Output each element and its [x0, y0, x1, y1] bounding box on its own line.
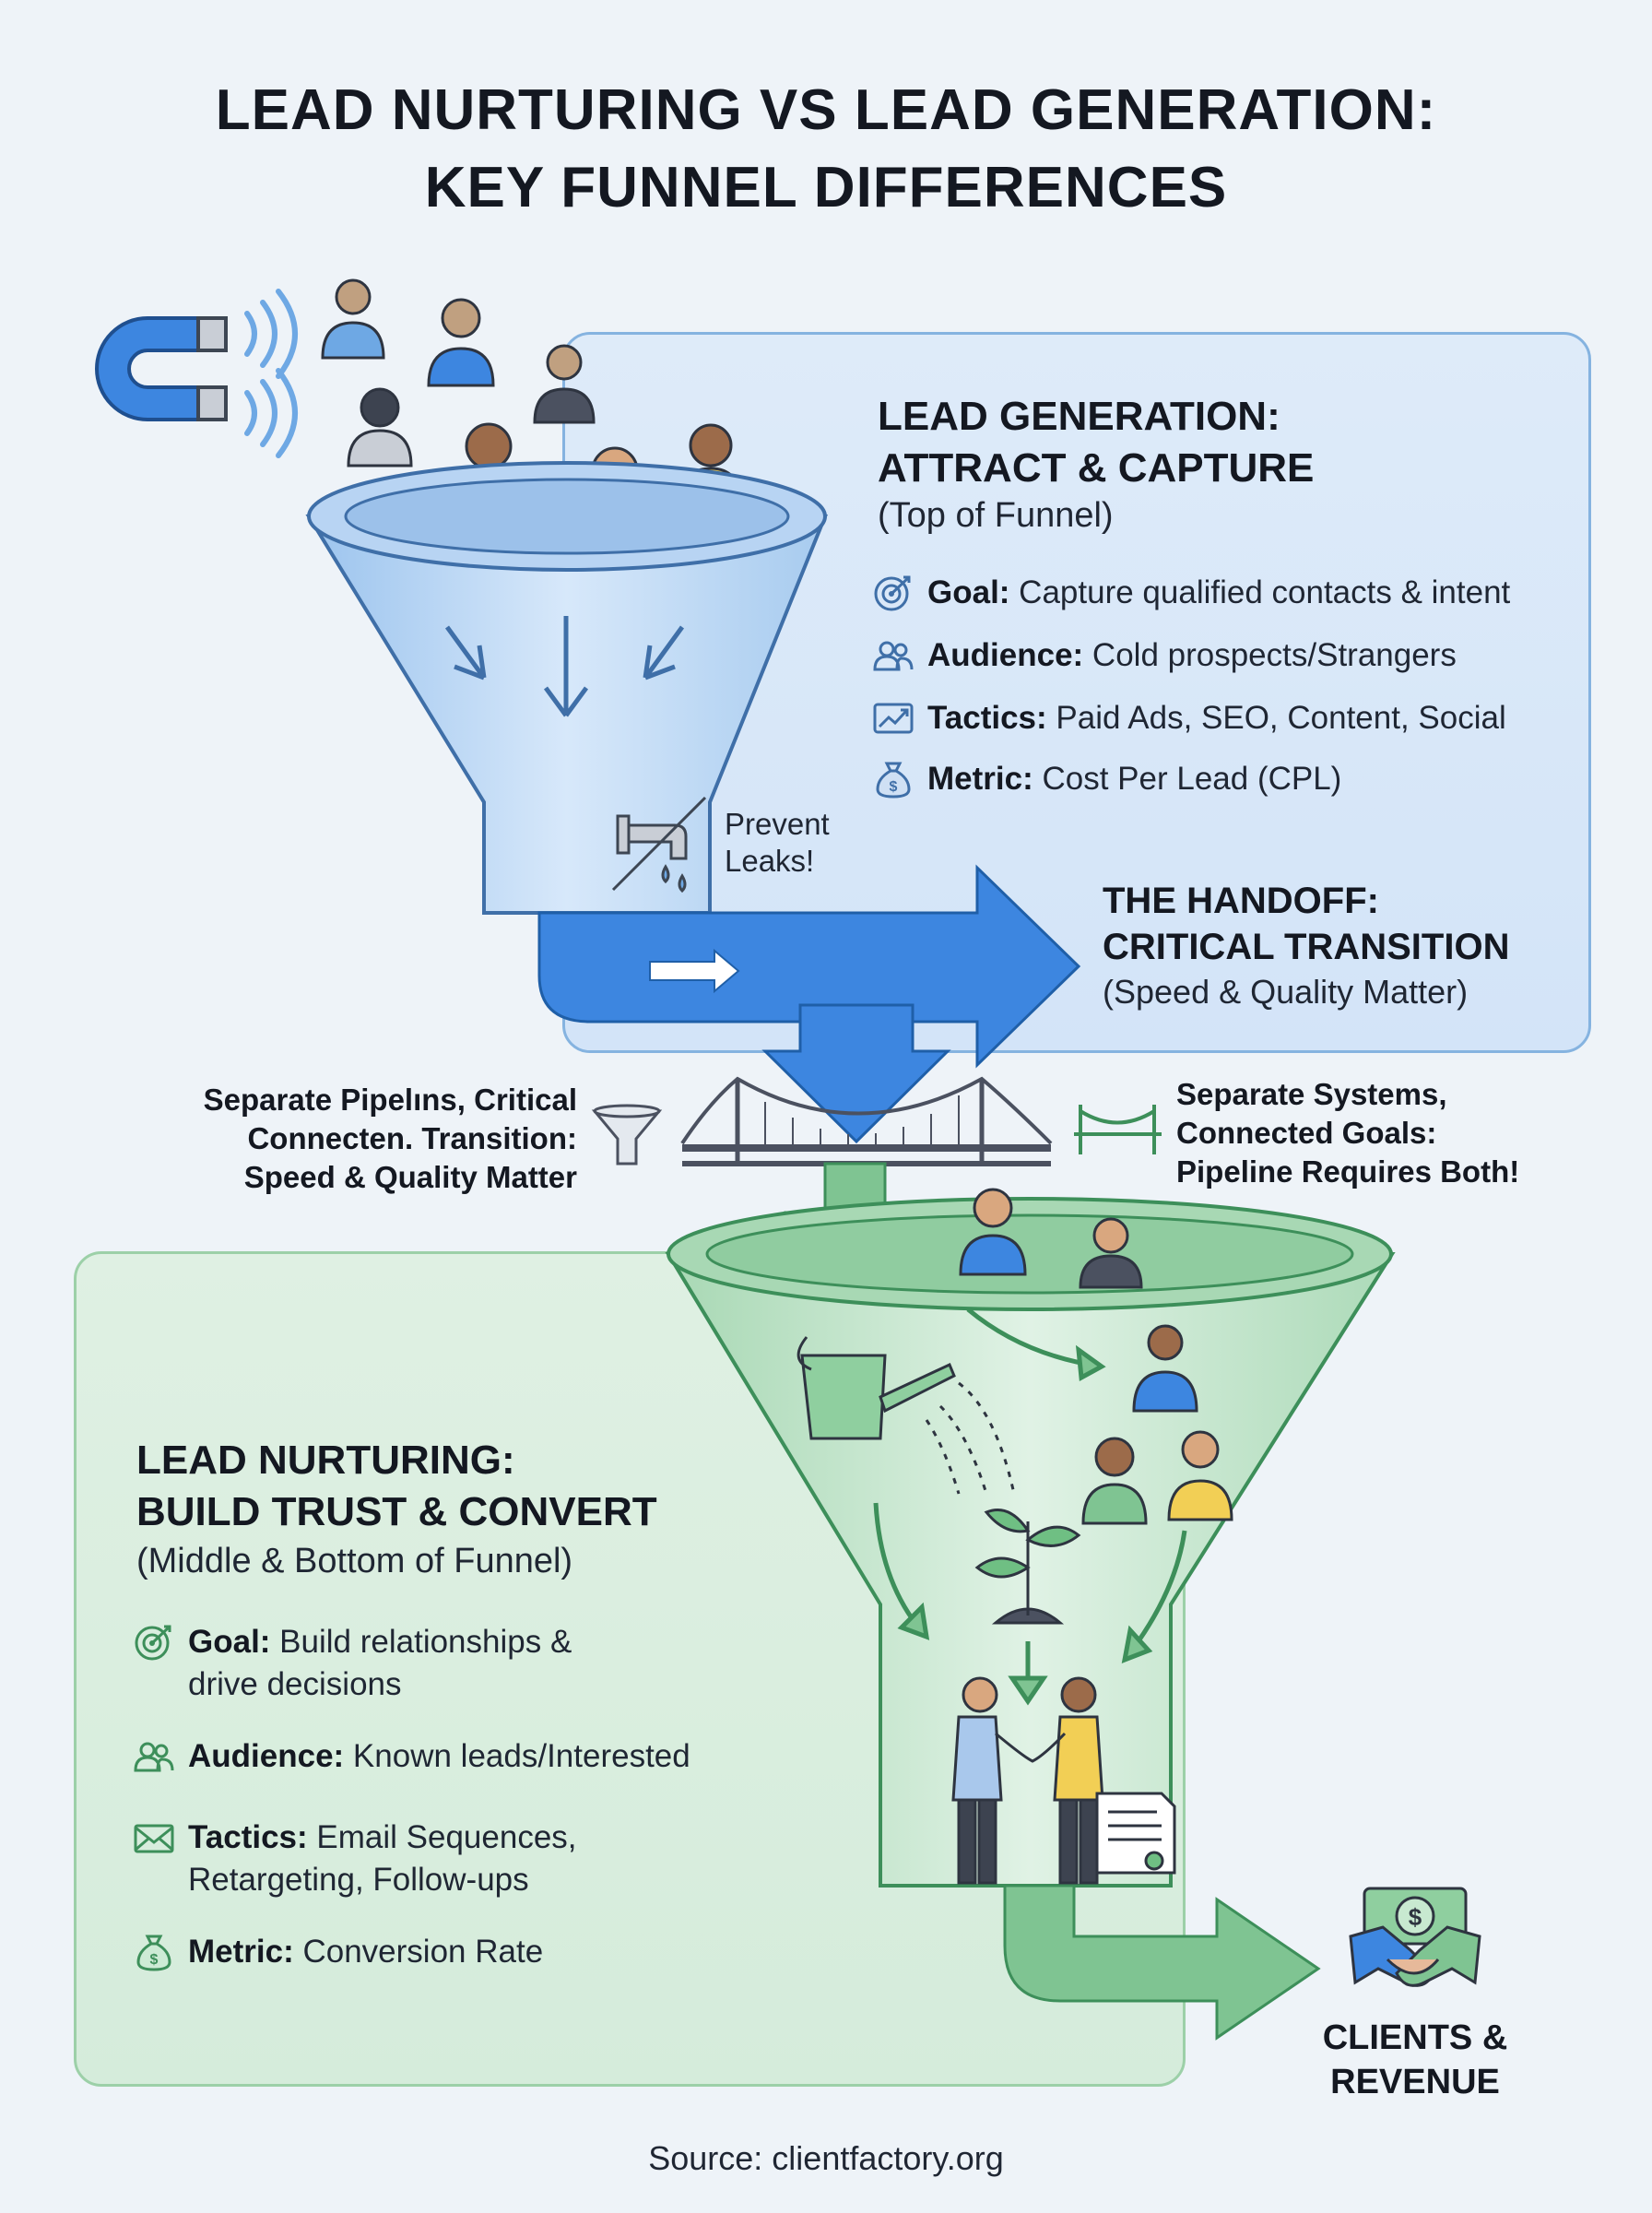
generation-tactics-item: Tactics: Paid Ads, SEO, Content, Social	[872, 697, 1506, 740]
handoff-subtitle: (Speed & Quality Matter)	[1103, 973, 1469, 1011]
generation-goal-item: Goal: Capture qualified contacts & inten…	[872, 572, 1510, 614]
generation-subtitle: (Top of Funnel)	[878, 496, 1114, 535]
leak-line-1: Prevent	[725, 807, 830, 841]
target-icon	[135, 1625, 171, 1661]
target-icon	[874, 575, 911, 611]
lead-people-icons	[959, 1188, 1233, 1525]
title-line-2: KEY FUNNEL DIFFERENCES	[424, 156, 1228, 219]
handoff-heading-1: THE HANDOFF:	[1103, 881, 1379, 921]
generation-metric-item: $ Metric: Cost Per Lead (CPL)	[872, 758, 1341, 800]
svg-text:$: $	[1409, 1903, 1422, 1931]
leak-faucet-icon	[611, 796, 707, 893]
generation-heading-1: LEAD GENERATION:	[878, 394, 1280, 439]
handoff-left-line-1: Separate Pipelıns, Critical	[203, 1083, 577, 1117]
top-funnel	[305, 461, 828, 915]
generation-audience-text: Cold prospects/Strangers	[1083, 637, 1457, 673]
handoff-arrow	[537, 864, 1081, 1144]
leak-line-2: Leaks!	[725, 844, 815, 878]
nurturing-goal-text: Build relationships &	[270, 1624, 572, 1660]
nurturing-metric-item: $ Metric: Conversion Rate	[133, 1931, 543, 1973]
trend-chart-icon	[873, 703, 914, 734]
money-bag-icon: $	[876, 762, 911, 799]
svg-text:$: $	[150, 1952, 159, 1968]
money-handshake-icon: $	[1349, 1887, 1481, 1987]
outcome-line-1: CLIENTS &	[1322, 2018, 1508, 2057]
handoff-heading-2: CRITICAL TRANSITION	[1103, 927, 1510, 967]
nurturing-metric-label: Metric:	[188, 1934, 294, 1970]
handoff-right-line-2: Connected Goals:	[1176, 1116, 1437, 1150]
generation-tactics-text: Paid Ads, SEO, Content, Social	[1046, 700, 1506, 736]
clients-revenue-label: CLIENTS & REVENUE	[1272, 2016, 1558, 2104]
nurturing-audience-label: Audience:	[188, 1738, 345, 1774]
money-bag-icon: $	[136, 1935, 171, 1971]
handoff-right-line-1: Separate Systems,	[1176, 1077, 1447, 1111]
handoff-heading: THE HANDOFF: CRITICAL TRANSITION	[1103, 878, 1509, 970]
generation-goal-label: Goal:	[927, 574, 1010, 610]
nurturing-tactics-text-2: Retargeting, Follow-ups	[188, 1862, 529, 1898]
generation-audience-label: Audience:	[927, 637, 1084, 673]
sprout-icon	[974, 1509, 1081, 1625]
nurturing-goal-text-2: drive decisions	[188, 1666, 402, 1702]
people-icon	[873, 641, 914, 671]
handoff-right-line-3: Pipeline Requires Both!	[1176, 1154, 1520, 1189]
nurture-flow-arrows	[873, 1308, 1187, 1706]
prevent-leaks-label: Prevent Leaks!	[725, 806, 830, 880]
nurturing-metric-text: Conversion Rate	[293, 1934, 544, 1970]
nurturing-goal-item: Goal: Build relationships & drive decisio…	[133, 1621, 572, 1706]
source-credit: Source: clientfactory.org	[648, 2139, 1004, 2177]
generation-heading-2: ATTRACT & CAPTURE	[878, 445, 1315, 491]
generation-tactics-label: Tactics:	[927, 700, 1047, 736]
generation-metric-text: Cost Per Lead (CPL)	[1032, 761, 1342, 797]
nurturing-tactics-label: Tactics:	[188, 1819, 308, 1855]
nurturing-goal-label: Goal:	[188, 1624, 271, 1660]
people-icon	[134, 1742, 174, 1772]
handoff-left-line-3: Speed & Quality Matter	[243, 1160, 577, 1194]
page-title: LEAD NURTURING VS LEAD GENERATION: KEY F…	[0, 72, 1652, 227]
nurturing-heading-2: BUILD TRUST & CONVERT	[136, 1489, 657, 1534]
handoff-left-line-2: Connecten. Transition:	[247, 1121, 577, 1155]
nurturing-audience-text: Known leads/Interested	[344, 1738, 690, 1774]
nurturing-tactics-text: Email Sequences,	[307, 1819, 577, 1855]
magnet-icon	[95, 289, 298, 458]
handoff-right-note: Separate Systems, Connected Goals: Pipel…	[1176, 1075, 1519, 1191]
nurturing-tactics-item: Tactics: Email Sequences, Retargeting, Fo…	[133, 1817, 577, 1901]
nurturing-audience-item: Audience: Known leads/Interested	[133, 1735, 690, 1778]
svg-text:$: $	[890, 779, 898, 795]
small-funnel-icon	[591, 1104, 663, 1166]
small-bridge-icon	[1074, 1105, 1162, 1154]
generation-metric-label: Metric:	[927, 761, 1033, 797]
handoff-left-note: Separate Pipelıns, Critical Connecten. T…	[120, 1081, 577, 1197]
generation-audience-item: Audience: Cold prospects/Strangers	[872, 634, 1457, 677]
nurturing-heading-1: LEAD NURTURING:	[136, 1438, 515, 1483]
generation-goal-text: Capture qualified contacts & intent	[1009, 574, 1511, 610]
deal-handshake-icon	[951, 1676, 1176, 1885]
watering-can-icon	[796, 1336, 1016, 1495]
outcome-line-2: REVENUE	[1330, 2063, 1500, 2101]
revenue-arrow	[1003, 1884, 1321, 2041]
title-line-1: LEAD NURTURING VS LEAD GENERATION:	[215, 78, 1437, 142]
envelope-icon	[134, 1824, 174, 1853]
nurturing-subtitle: (Middle & Bottom of Funnel)	[136, 1542, 573, 1580]
